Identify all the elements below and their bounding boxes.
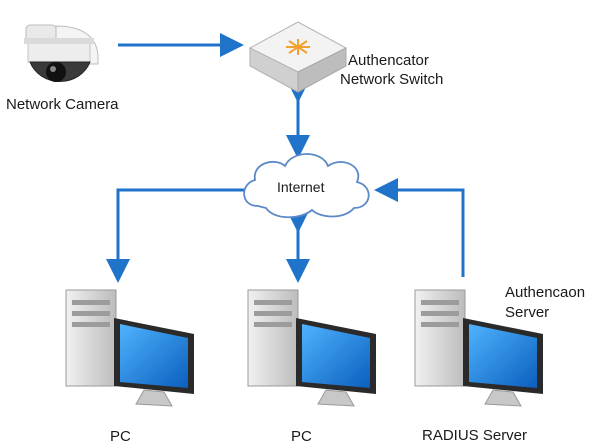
pc-left-label: PC <box>110 428 131 445</box>
radius-server-icon <box>414 289 543 407</box>
pc-left-icon <box>65 289 194 407</box>
camera-icon <box>24 24 99 82</box>
switch-label-line1: Authencator <box>348 52 429 69</box>
internet-cloud-icon <box>243 153 370 219</box>
arrow-internet-to-pc-left <box>106 188 245 283</box>
arrow-radius-to-internet <box>374 178 465 277</box>
radius-top-label-line1: Authencaon <box>505 284 586 301</box>
radius-top-label-line2: Server <box>505 304 550 321</box>
pc-middle-icon <box>247 289 376 407</box>
pc-middle-label: PC <box>291 428 312 445</box>
radius-bottom-label: RADIUS Server <box>422 427 528 444</box>
camera-label: Network Camera <box>6 96 119 113</box>
switch-label-line2: Network Switch <box>340 71 444 88</box>
connection-arrows <box>106 33 465 283</box>
internet-label: Internet <box>277 179 325 195</box>
network-switch-icon <box>248 21 348 93</box>
